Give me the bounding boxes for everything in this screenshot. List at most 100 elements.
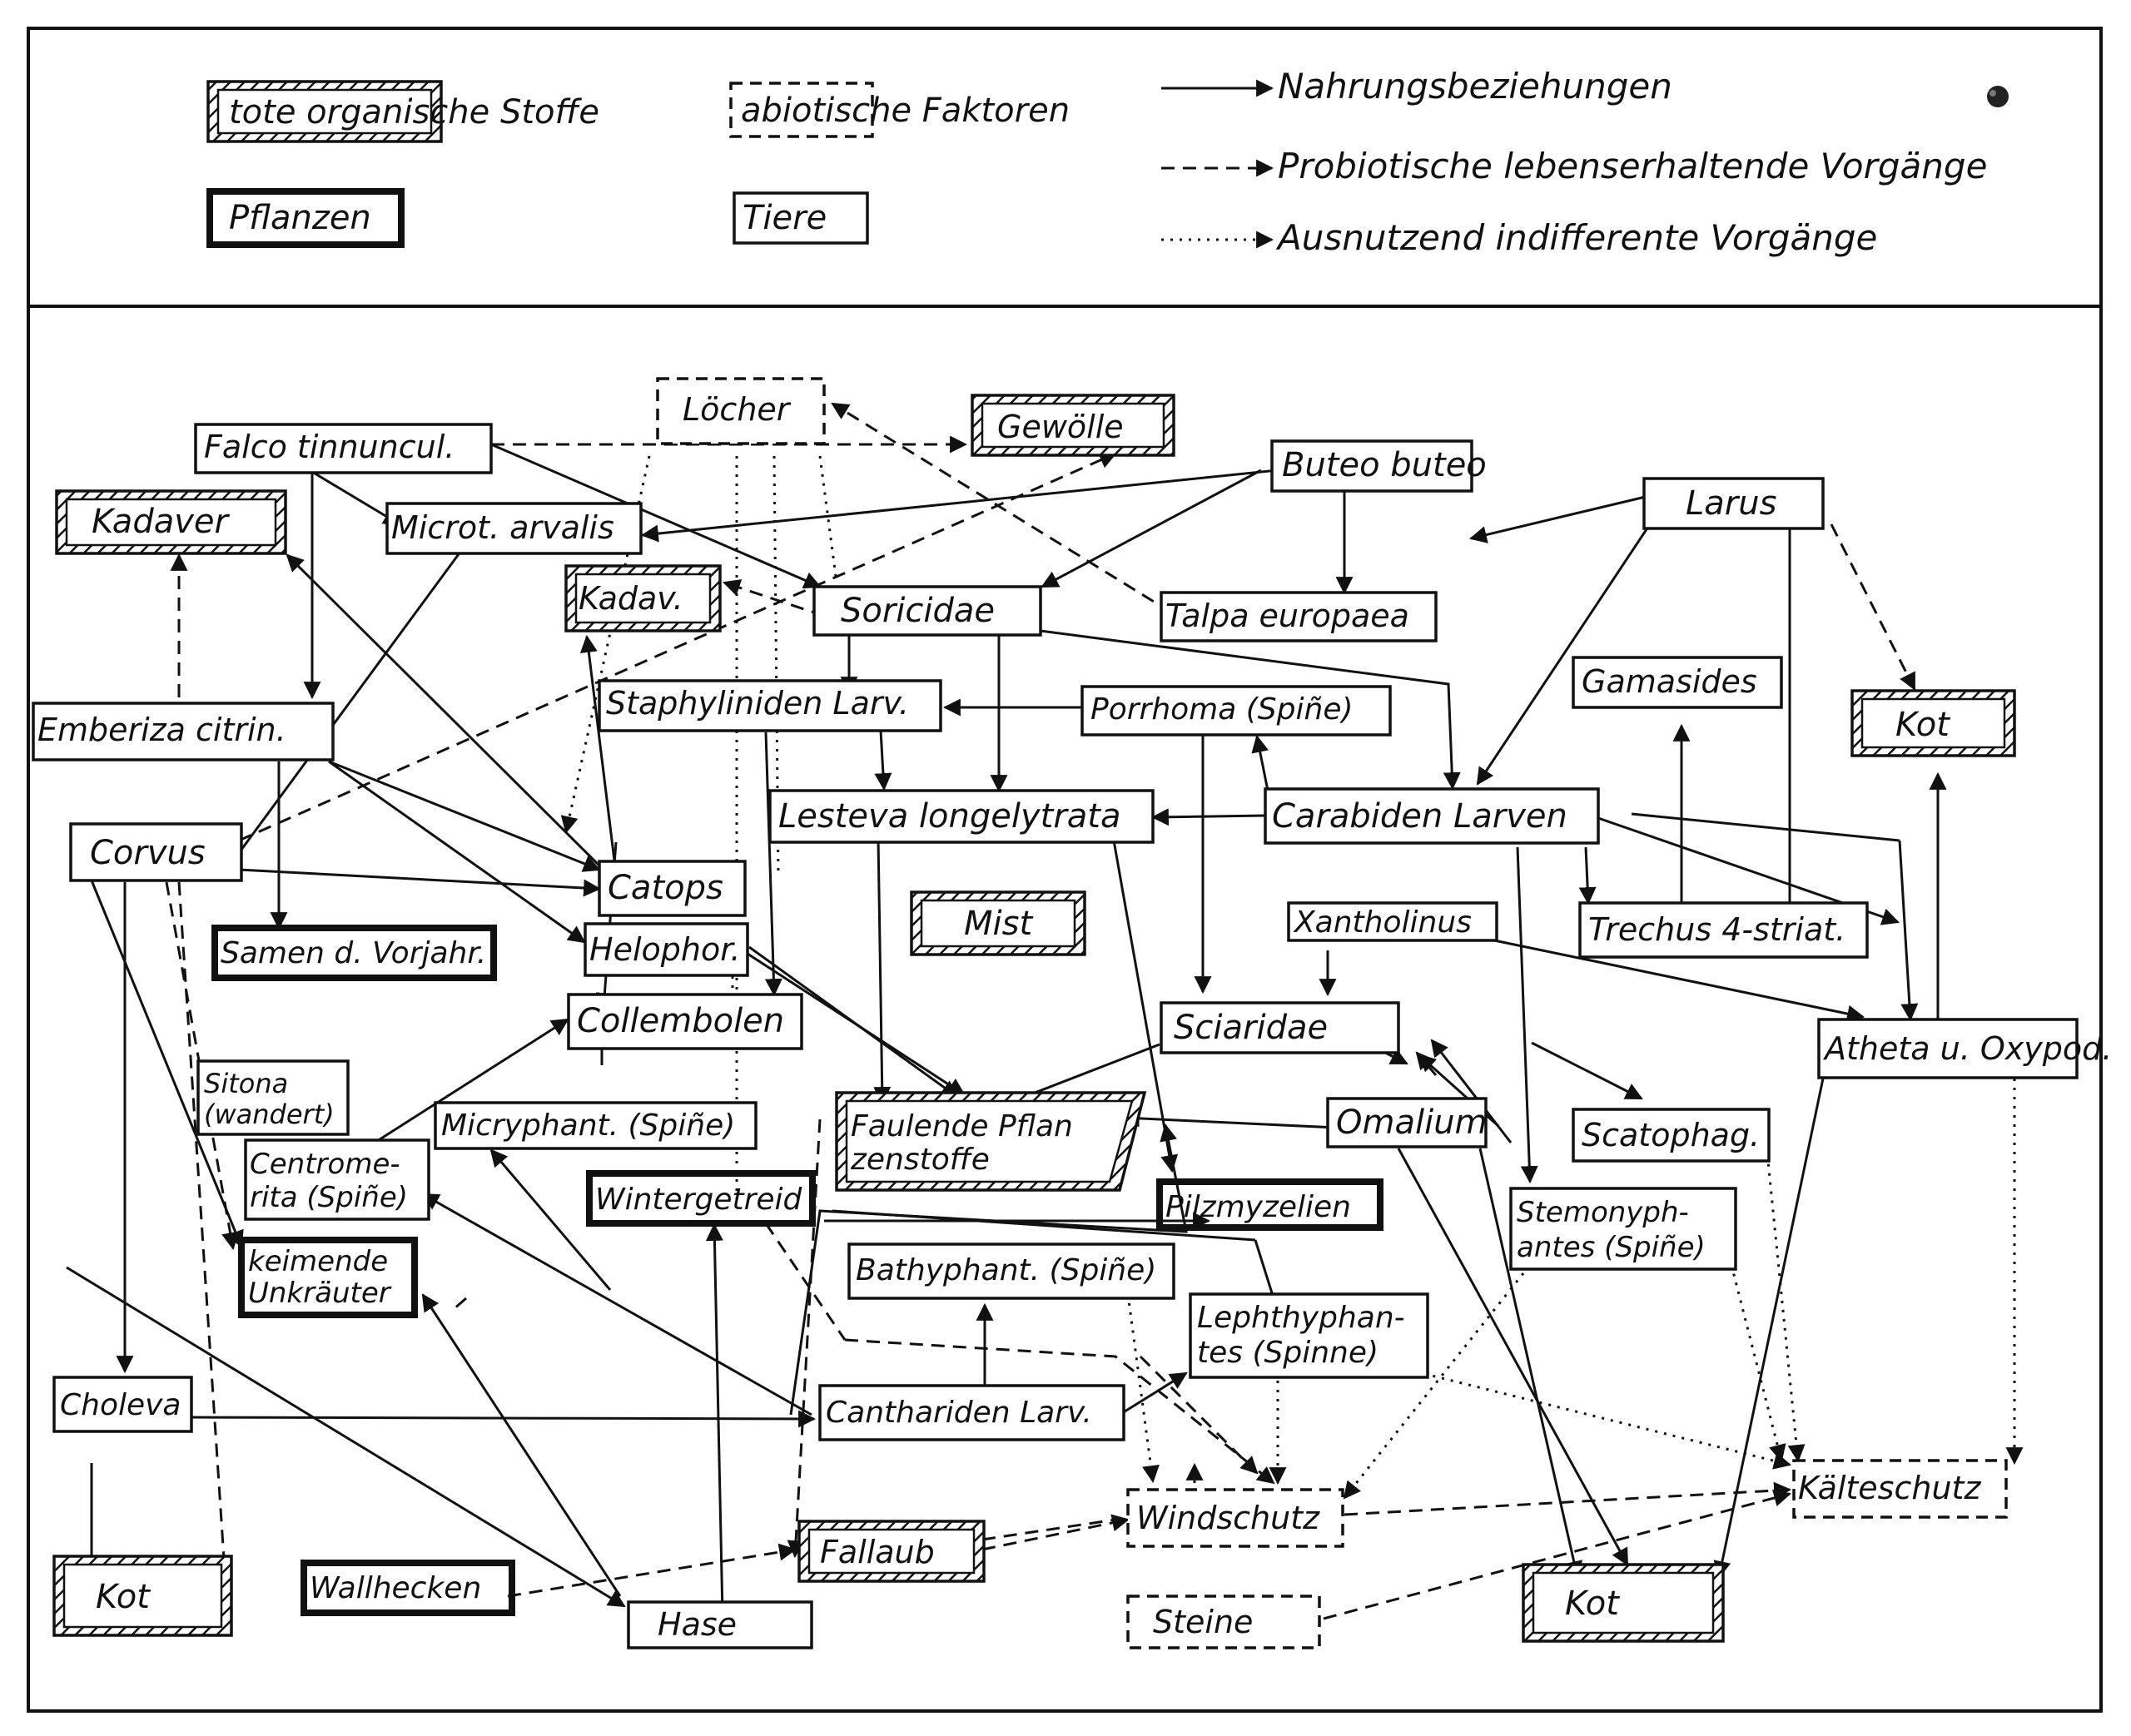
svg-text:Gamasides: Gamasides [1582, 663, 1757, 700]
svg-text:Steine: Steine [1153, 1604, 1253, 1640]
svg-text:Wintergetreid: Wintergetreid [595, 1183, 803, 1217]
svg-text:Fallaub: Fallaub [820, 1534, 935, 1570]
node-carabiden: Carabiden Larven [1264, 787, 1600, 845]
svg-text:Kadaver: Kadaver [92, 503, 231, 541]
svg-text:Micryphant. (Spiñe): Micryphant. (Spiñe) [441, 1109, 735, 1143]
node-gewoelle: Gewölle [971, 394, 1175, 457]
svg-text:Larus: Larus [1686, 484, 1776, 523]
svg-text:rita (Spiñe): rita (Spiñe) [250, 1181, 408, 1214]
svg-text:Falco tinnuncul.: Falco tinnuncul. [204, 429, 455, 465]
svg-text:Hase: Hase [658, 1606, 737, 1643]
node-wallhecken: Wallhecken [301, 1560, 515, 1616]
legend-dead-organic-swatch: tote organische Stoffe [206, 80, 599, 143]
svg-text:Windschutz: Windschutz [1136, 1500, 1320, 1536]
svg-text:Carabiden Larven: Carabiden Larven [1272, 797, 1567, 836]
svg-text:Lesteva longelytrata: Lesteva longelytrata [778, 797, 1120, 836]
node-wintergetreid: Wintergetreid [586, 1170, 816, 1227]
svg-text:Stemonyph-: Stemonyph- [1517, 1196, 1689, 1229]
node-faulende: Faulende Pflan zenstoffe [835, 1091, 1147, 1192]
svg-text:Kälteschutz: Kälteschutz [1798, 1470, 1981, 1506]
legend-plants-swatch: Pflanzen [206, 188, 405, 248]
node-canthariden: Canthariden Larv. [818, 1384, 1125, 1441]
node-kot-bottom-left: Kot [52, 1555, 233, 1637]
svg-text:Choleva: Choleva [60, 1388, 181, 1422]
svg-text:Staphyliniden Larv.: Staphyliniden Larv. [606, 685, 909, 722]
node-samen: Samen d. Vorjahr. [211, 925, 497, 981]
svg-text:Soricidae: Soricidae [841, 592, 995, 630]
svg-text:Emberiza citrin.: Emberiza citrin. [37, 712, 286, 748]
node-catops: Catops [598, 860, 747, 917]
svg-text:Kot: Kot [96, 1578, 151, 1616]
diagram-frame [27, 305, 2103, 1713]
node-porrhoma: Porrhoma (Spiñe) [1080, 685, 1392, 737]
node-kadaver: Kadaver [55, 489, 287, 555]
svg-text:Faulende Pflan: Faulende Pflan [851, 1109, 1073, 1143]
node-kadav: Kadav. [564, 564, 722, 632]
node-larus: Larus [1642, 477, 1825, 530]
svg-text:Samen d. Vorjahr.: Samen d. Vorjahr. [221, 936, 486, 970]
node-choleva: Choleva [52, 1376, 193, 1433]
node-loecher: Löcher [656, 377, 826, 445]
node-microt: Microt. arvalis [385, 502, 643, 555]
node-talpa: Talpa europaea [1160, 591, 1438, 642]
node-emberiza: Emberiza citrin. [32, 702, 335, 761]
svg-text:Bathyphant. (Spiñe): Bathyphant. (Spiñe) [856, 1253, 1156, 1287]
node-corvus: Corvus [69, 822, 243, 882]
svg-text:Porrhoma (Spiñe): Porrhoma (Spiñe) [1090, 692, 1354, 727]
svg-text:Löcher: Löcher [683, 391, 792, 428]
svg-text:Centrome-: Centrome- [250, 1148, 400, 1181]
node-trechus: Trechus 4-striat. [1578, 901, 1869, 959]
node-atheta: Atheta u. Oxypod. [1817, 1018, 2112, 1079]
node-keimende: keimende Unkräuter [238, 1237, 418, 1318]
legend-probiotic-label: Probiotische lebenserhaltende Vorgänge [1278, 146, 1987, 186]
svg-text:Atheta u. Oxypod.: Atheta u. Oxypod. [1822, 1030, 2112, 1067]
node-lephthyphantes: Lephthyphan- tes (Spinne) [1189, 1292, 1429, 1379]
node-sitona: Sitona (wandert) [196, 1059, 350, 1136]
node-centromerita: Centrome- rita (Spiñe) [244, 1138, 430, 1221]
node-pilzmyzelien: Pilzmyzelien [1156, 1178, 1383, 1231]
node-kaelteschutz: Kälteschutz [1792, 1459, 2008, 1519]
legend-dead-organic-label: tote organische Stoffe [229, 93, 599, 131]
node-windschutz: Windschutz [1126, 1488, 1344, 1548]
svg-text:Helophor.: Helophor. [589, 931, 740, 968]
svg-text:Unkräuter: Unkräuter [248, 1277, 392, 1310]
node-xantholinus: Xantholinus [1287, 901, 1498, 942]
node-hase: Hase [627, 1600, 813, 1649]
svg-text:Collembolen: Collembolen [577, 1002, 784, 1040]
ink-blot-icon [1987, 86, 2009, 107]
svg-text:Sciaridae: Sciaridae [1174, 1009, 1328, 1047]
svg-text:Mist: Mist [964, 905, 1033, 943]
node-bathyphant: Bathyphant. (Spiñe) [847, 1242, 1175, 1300]
svg-text:keimende: keimende [248, 1245, 388, 1278]
node-scatophag: Scatophag. [1572, 1108, 1771, 1163]
svg-text:Lephthyphan-: Lephthyphan- [1197, 1301, 1405, 1335]
legend-animals-label: Tiere [743, 199, 827, 237]
node-gamasides: Gamasides [1572, 656, 1783, 709]
legend-animals-swatch: Tiere [733, 191, 869, 245]
svg-text:Kot: Kot [1895, 706, 1950, 744]
node-kot-bottom-right: Kot [1522, 1563, 1725, 1643]
node-mist: Mist [910, 890, 1086, 956]
legend: tote organische Stoffe abiotische Faktor… [206, 66, 2009, 258]
legend-exploiting-label: Ausnutzend indifferente Vorgänge [1275, 217, 1877, 258]
node-staphyliniden: Staphyliniden Larv. [598, 679, 942, 732]
legend-abiotic-label: abiotische Faktoren [741, 92, 1070, 130]
svg-text:Omalium: Omalium [1336, 1104, 1488, 1142]
nodes: Löcher Gewölle Falco tinnuncul. Buteo bu… [32, 377, 2112, 1649]
svg-text:tes (Spinne): tes (Spinne) [1197, 1336, 1378, 1370]
node-soricidae: Soricidae [812, 585, 1042, 637]
svg-text:antes (Spiñe): antes (Spiñe) [1517, 1231, 1706, 1264]
svg-text:Sitona: Sitona [204, 1068, 288, 1099]
node-helophor: Helophor. [584, 922, 749, 977]
node-stemonyphantes: Stemonyph- antes (Spiñe) [1509, 1187, 1737, 1271]
svg-text:Catops: Catops [608, 869, 723, 907]
svg-text:Kot: Kot [1565, 1585, 1620, 1623]
svg-text:Talpa europaea: Talpa europaea [1165, 598, 1409, 634]
svg-text:zenstoffe: zenstoffe [850, 1143, 990, 1177]
svg-text:Buteo buteo: Buteo buteo [1282, 446, 1487, 484]
svg-text:Scatophag.: Scatophag. [1582, 1117, 1760, 1153]
node-steine: Steine [1126, 1595, 1321, 1649]
svg-text:Canthariden Larv.: Canthariden Larv. [826, 1396, 1092, 1430]
svg-text:(wandert): (wandert) [204, 1099, 335, 1130]
